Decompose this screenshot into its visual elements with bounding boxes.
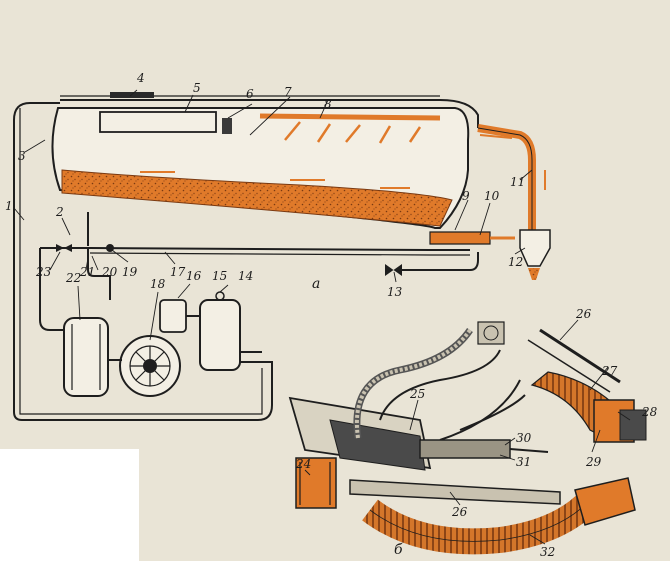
- label-6: 6: [246, 87, 254, 101]
- nozzle-head: [574, 477, 636, 526]
- label-16: 16: [186, 269, 202, 283]
- label-23: 23: [35, 265, 52, 279]
- label-18: 18: [150, 277, 166, 291]
- label-15: 15: [212, 269, 227, 283]
- subfigure-a-label: а: [312, 276, 320, 292]
- cylinder-30: [419, 439, 511, 459]
- leader-lines: [13, 89, 631, 545]
- label-26-lower: 26: [451, 505, 468, 519]
- label-27: 27: [601, 364, 618, 378]
- label-7: 7: [284, 85, 292, 99]
- subfigure-b-label: б: [394, 542, 403, 558]
- label-26-upper: 26: [575, 307, 592, 321]
- label-29: 29: [585, 455, 602, 469]
- label-12: 12: [508, 255, 523, 269]
- label-13: 13: [387, 285, 403, 299]
- label-9: 9: [462, 189, 470, 203]
- clamp-24: [295, 457, 337, 509]
- label-8: 8: [324, 97, 332, 111]
- air-pipe-1: [13, 102, 273, 421]
- hose-32: [362, 490, 600, 555]
- pipe-17: [89, 247, 470, 251]
- label-4: 4: [136, 71, 145, 85]
- label-19: 19: [122, 265, 138, 279]
- label-30: 30: [516, 431, 532, 445]
- label-25: 25: [409, 387, 425, 401]
- cyclone-12: [519, 229, 551, 267]
- boom-26: [349, 479, 561, 505]
- bracket-28: [619, 409, 647, 441]
- nozzle-9: [429, 231, 491, 245]
- hatch-4: [110, 92, 154, 98]
- boom-26-upper: [539, 328, 621, 384]
- label-31: 31: [516, 455, 531, 469]
- label-20: 20: [101, 265, 118, 279]
- blank-corner: [0, 449, 139, 561]
- label-32: 32: [540, 545, 555, 559]
- callout-labels: 1 2 3 4 5 6 7 8 9 10 11 12 13 14 15 16 1…: [5, 71, 658, 559]
- label-5: 5: [193, 81, 201, 95]
- label-17: 17: [170, 265, 186, 279]
- gauge-box: [477, 321, 505, 345]
- label-22: 22: [65, 271, 81, 285]
- filter-16: [159, 299, 187, 333]
- filter-5: [99, 111, 217, 133]
- label-28: 28: [641, 405, 658, 419]
- label-11: 11: [510, 175, 525, 189]
- label-1: 1: [5, 199, 13, 213]
- valve-13: [385, 264, 402, 276]
- label-14: 14: [238, 269, 253, 283]
- aeration-pipe-8: [259, 113, 441, 121]
- separator-14: [199, 299, 241, 371]
- label-10: 10: [484, 189, 500, 203]
- valve-6: [222, 118, 232, 134]
- label-24: 24: [295, 457, 311, 471]
- scheme-b: [288, 321, 647, 555]
- grain-load: [61, 169, 453, 227]
- label-2: 2: [55, 205, 64, 219]
- label-3: 3: [18, 149, 26, 163]
- receiver-22: [63, 317, 109, 397]
- label-21: 21: [79, 265, 95, 279]
- scheme-a: [13, 92, 551, 421]
